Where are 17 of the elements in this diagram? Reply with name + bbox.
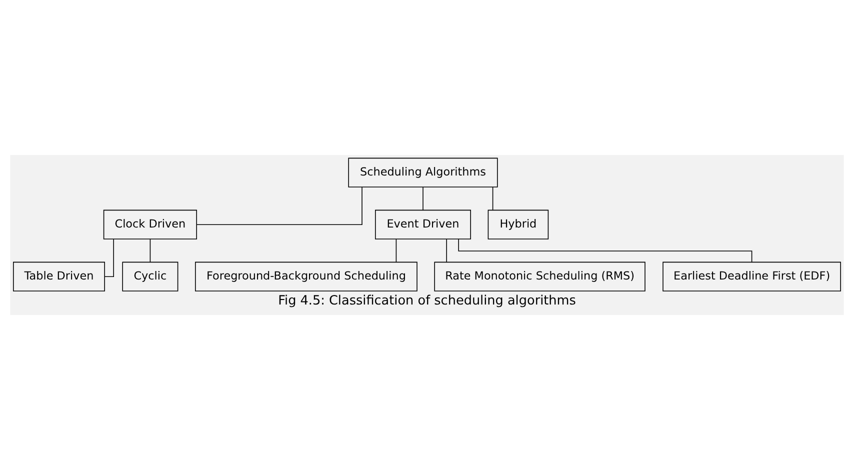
node-box: Foreground-Background Scheduling [195,262,418,292]
node-box: Scheduling Algorithms [348,158,498,188]
connector [196,186,362,225]
node-box: Hybrid [488,210,549,240]
connector [446,238,447,263]
connector [104,238,114,277]
connector [492,186,494,211]
caption: Fig 4.5: Classification of scheduling algorithms [278,293,576,308]
node-box: Table Driven [13,262,105,292]
node-box: Cyclic [122,262,178,292]
connector [422,186,424,211]
node-box: Clock Driven [103,210,197,240]
node-box: Event Driven [375,210,471,240]
connector [150,238,151,263]
node-box: Rate Monotonic Scheduling (RMS) [434,262,646,292]
node-box: Earliest Deadline First (EDF) [662,262,841,292]
connector [396,238,397,263]
